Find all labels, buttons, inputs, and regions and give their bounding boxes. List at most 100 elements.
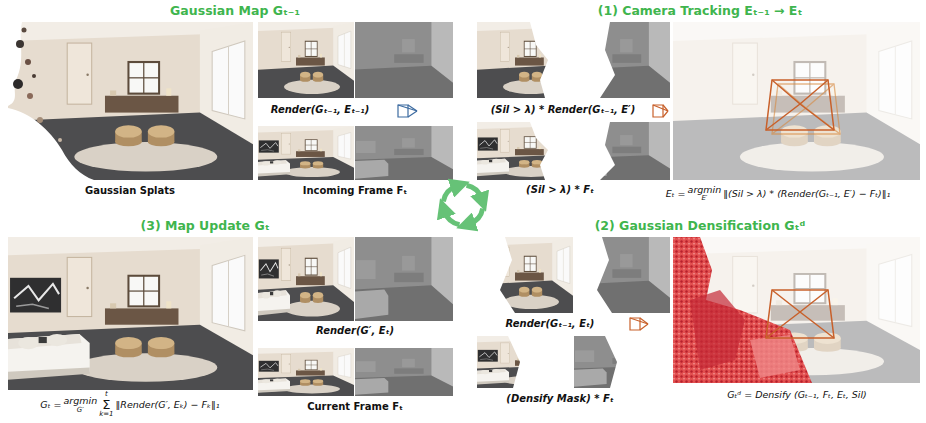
image-caption: (Densify Mask) * Fₜ [506, 393, 613, 405]
image-caption: Incoming Frame Fₜ [303, 185, 408, 197]
illustration-shape [766, 290, 834, 338]
illustration-shape [772, 80, 800, 104]
image-caption: (Sil > λ) * Render(Gₜ₋₁, E′) [491, 104, 636, 116]
illustration-shape [574, 336, 670, 388]
illustration-shape [772, 290, 800, 312]
illustration-shape [530, 22, 573, 98]
illustration-shape [8, 108, 94, 180]
illustration-shape [530, 122, 573, 180]
image-caption: Gaussian Splats [85, 185, 175, 197]
illustration-shape [477, 350, 509, 385]
illustration-shape [630, 318, 648, 324]
illustration-shape [574, 122, 670, 180]
step-panel: (1) Camera Tracking Eₜ₋₁ → Eₜ(Sil > λ) *… [470, 0, 926, 212]
update-formula: Gₜ =argminG′tΣk=1‖Render(G′, Eₖ) − Fₖ‖₁ [40, 391, 219, 418]
updated-map-image [8, 237, 253, 390]
densified-scene [673, 237, 920, 383]
illustration-shape [8, 278, 90, 380]
updated-render-pair [258, 237, 453, 321]
illustration-shape [355, 361, 388, 395]
image-caption: Render(Gₜ₋₁, Eₜ₋₁) [271, 104, 370, 116]
illustration-shape [355, 22, 453, 98]
illustration-shape [605, 336, 670, 388]
illustration-shape [640, 324, 648, 330]
formula-part: ‖Render(G′, Eₖ) − Fₖ‖₁ [116, 399, 220, 410]
illustration-shape [25, 59, 31, 65]
masked-frame-pair [477, 122, 670, 180]
illustration-shape [467, 185, 482, 198]
illustration-shape [355, 348, 453, 396]
step-panel: Gaussian Map Gₜ₋₁ Gaussian Splats Render(G… [0, 0, 462, 212]
formula-part: G′ [77, 407, 84, 414]
illustration-shape [477, 237, 515, 313]
densify-render-pair [477, 237, 670, 313]
illustration-shape [766, 290, 834, 338]
illustration-shape [766, 80, 834, 130]
illustration-shape [477, 122, 573, 180]
illustration-shape [16, 40, 24, 48]
illustration-shape [800, 104, 834, 130]
illustration-shape [673, 22, 920, 180]
illustration-shape [800, 290, 828, 312]
step-title: Gaussian Map Gₜ₋₁ [170, 3, 300, 18]
illustration-shape [800, 80, 828, 104]
illustration-shape [258, 361, 290, 393]
illustration-shape [408, 111, 417, 117]
illustration-shape [258, 237, 354, 321]
image-caption: Current Frame Fₜ [307, 401, 403, 413]
illustration-shape [750, 335, 800, 378]
densify-mask-pair [477, 336, 670, 388]
image-caption: (Sil > λ) * Fₜ [526, 184, 594, 196]
illustration-shape [766, 80, 834, 130]
illustration-shape [470, 209, 483, 224]
formula-stack: argminG′ [64, 395, 98, 413]
current-frame-pair [258, 348, 453, 396]
illustration-shape [477, 336, 573, 388]
illustration-shape [445, 212, 460, 225]
formula-part: Eₜ = [666, 188, 686, 199]
illustration-shape [22, 28, 27, 33]
illustration-shape [673, 237, 920, 383]
illustration-shape [8, 237, 253, 390]
illustration-shape [477, 137, 509, 176]
illustration-shape [443, 186, 456, 201]
formula-part: Gₜ = [40, 399, 61, 410]
illustration-shape [653, 105, 668, 111]
illustration-shape [258, 22, 354, 98]
illustration-shape [355, 141, 388, 179]
formula-part: t [105, 391, 108, 398]
formula-part: k=1 [99, 411, 113, 418]
illustration-shape [574, 237, 670, 313]
image-caption: Render(Gₜ₋₁, Eₜ) [506, 318, 595, 330]
illustration-shape [37, 117, 43, 123]
step-title: (3) Map Update Gₜ [140, 218, 269, 233]
illustration-shape [477, 237, 573, 313]
illustration-shape [673, 22, 920, 180]
illustration-shape [574, 350, 607, 386]
illustration-shape [766, 312, 800, 338]
illustration-shape [355, 237, 453, 321]
illustration-shape [13, 79, 23, 89]
step-panel: (3) Map Update Gₜ Render(G′, Eₜ) Current F… [0, 212, 462, 423]
step-panel: (2) Gaussian Densification GₜᵈRender(Gₜ₋… [470, 212, 926, 423]
camera-icon [398, 105, 417, 117]
illustration-shape [8, 22, 22, 106]
incoming-frame-pair [258, 126, 453, 180]
masked-render-pair [477, 22, 670, 98]
illustration-shape [574, 122, 615, 180]
illustration-shape [258, 126, 354, 180]
image-caption: Render(G′, Eₜ) [316, 325, 394, 337]
formula-part: argmin [688, 184, 722, 195]
densify-formula: Gₜᵈ = Densify (Gₜ₋₁, Fₜ, Eₜ, Sil) [727, 389, 867, 400]
illustration-shape [574, 22, 670, 98]
illustration-shape [477, 22, 573, 98]
illustration-shape [258, 348, 354, 396]
render-pair [258, 22, 453, 98]
illustration-shape [398, 105, 417, 111]
illustration-shape [355, 126, 453, 180]
illustration-shape [508, 336, 573, 388]
illustration-shape [574, 22, 615, 98]
